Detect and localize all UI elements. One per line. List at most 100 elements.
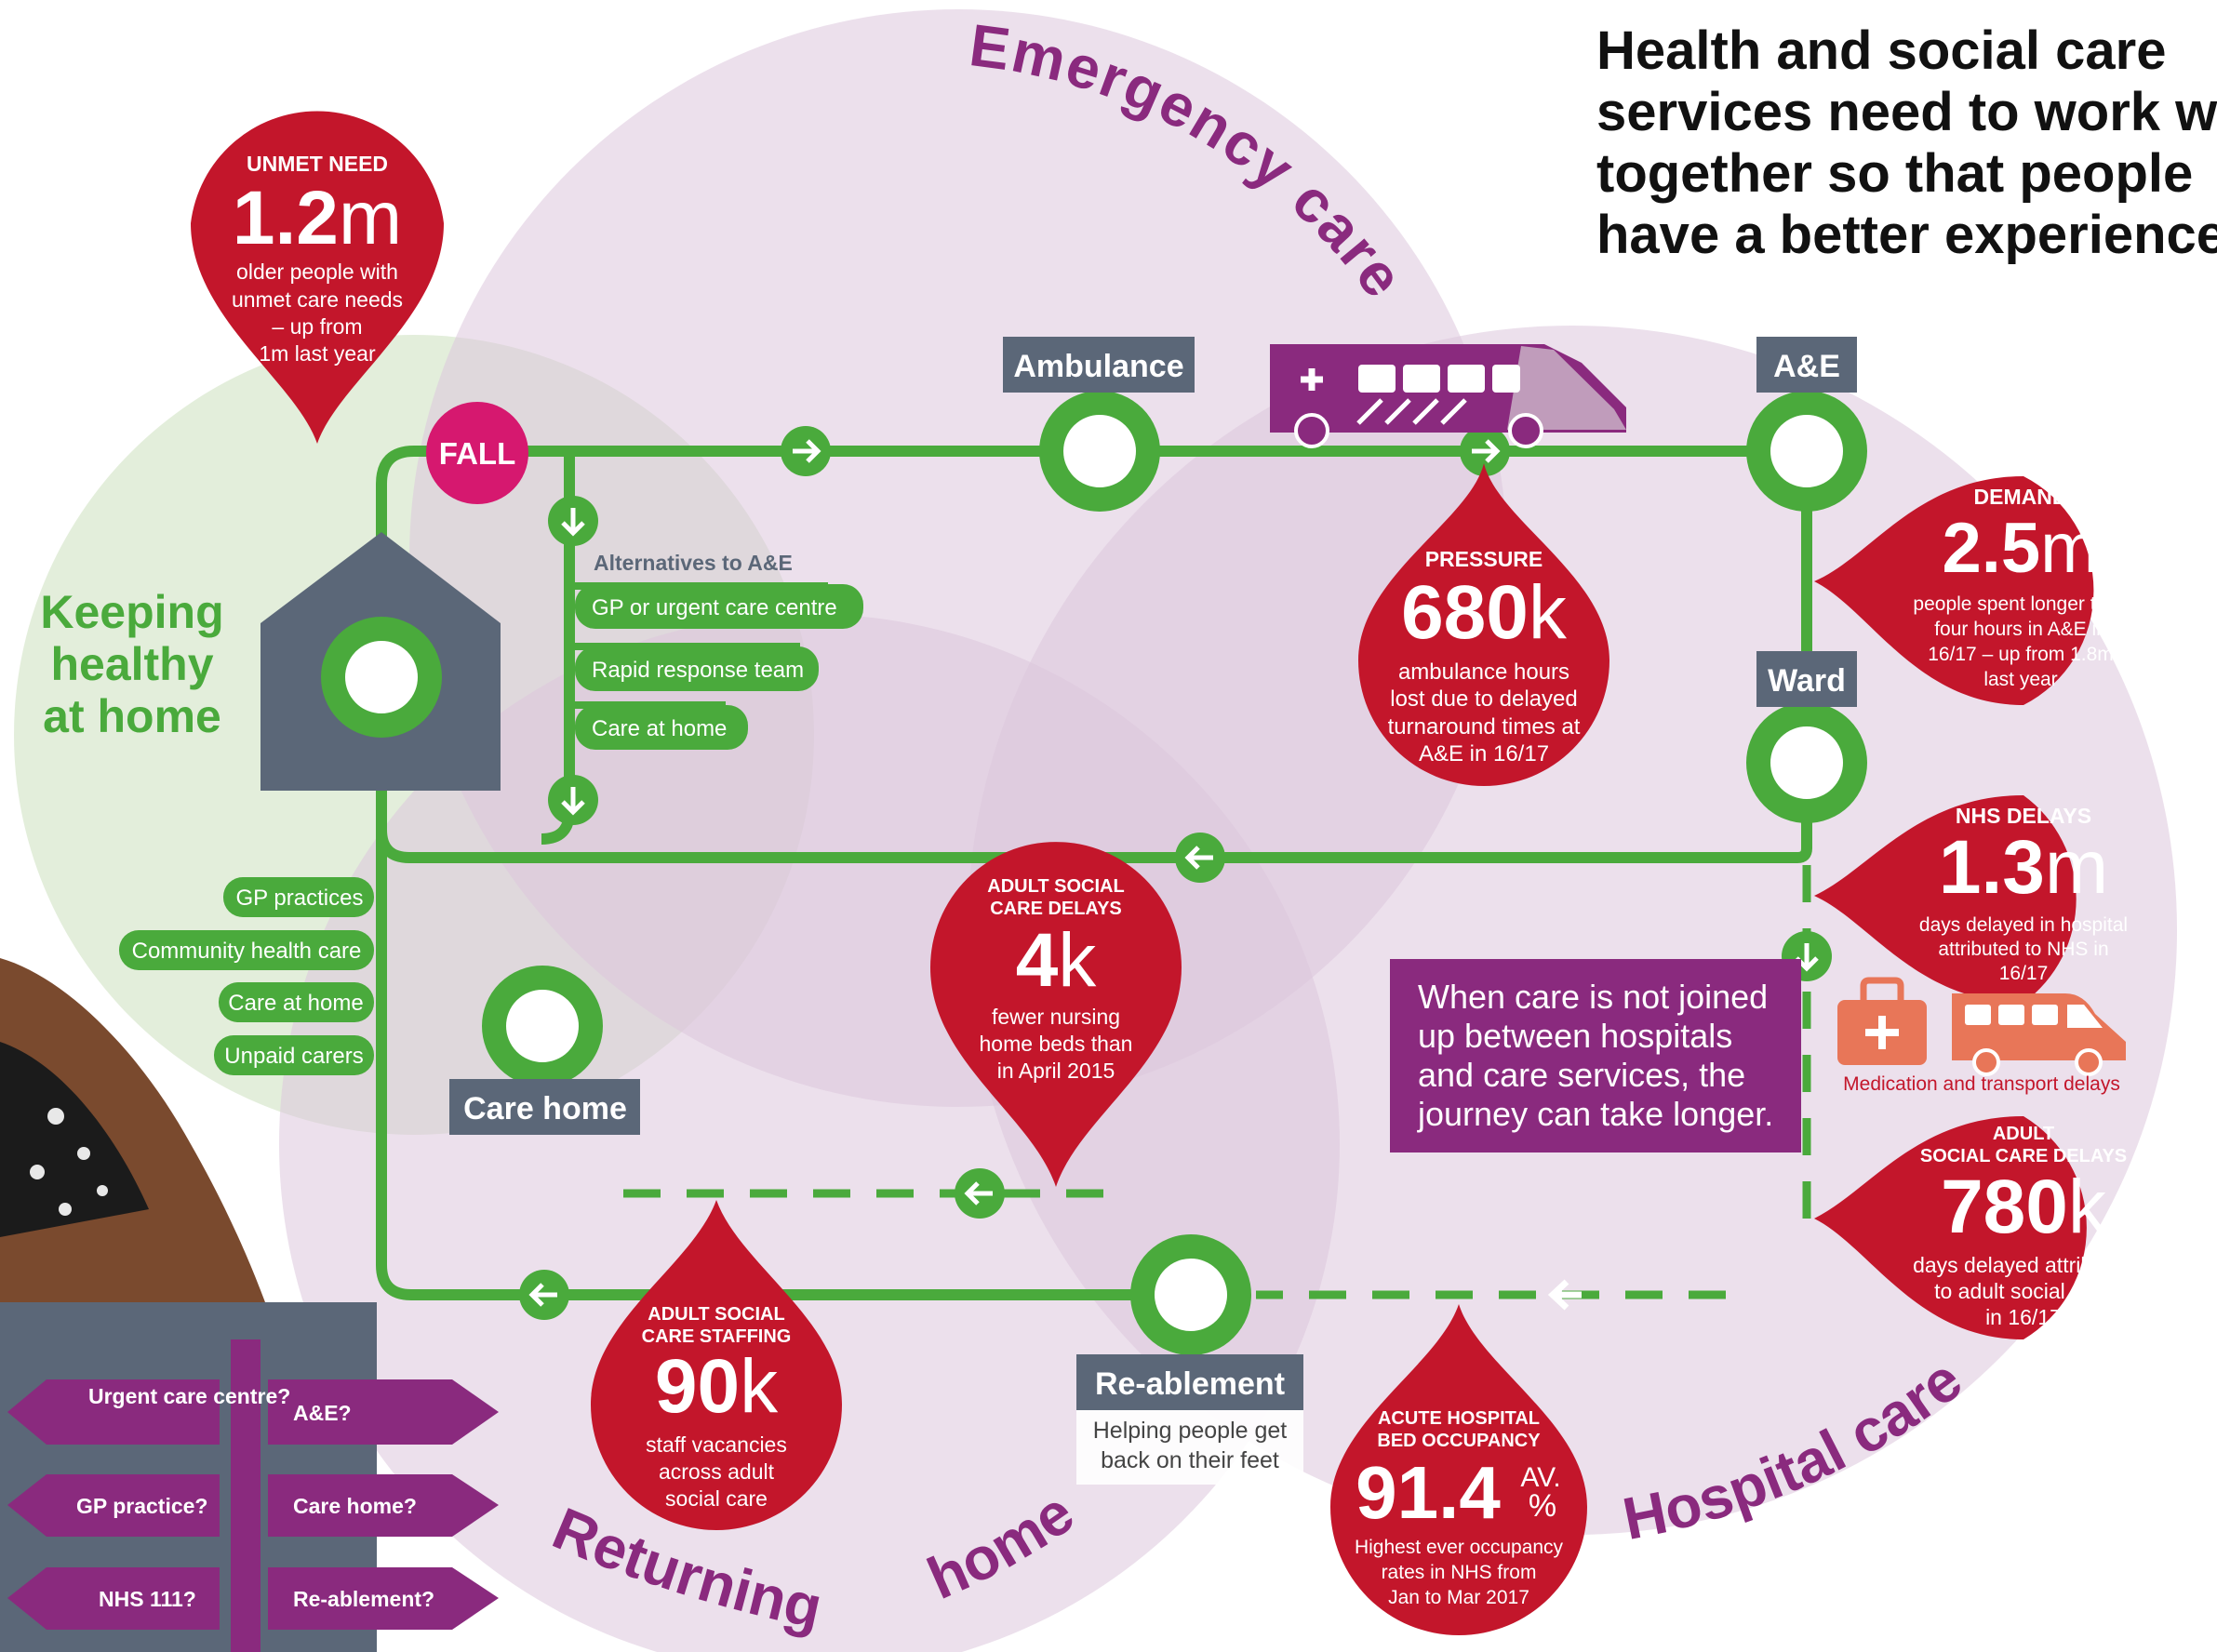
- svg-text:GP practices: GP practices: [236, 886, 364, 911]
- svg-text:ambulance hours: ambulance hours: [1398, 659, 1569, 685]
- svg-text:– up from: – up from: [272, 314, 362, 339]
- svg-text:NHS 111?: NHS 111?: [99, 1587, 196, 1611]
- community-services: GP practices Community health care Care …: [119, 877, 374, 1075]
- callout-line: and care services, the: [1418, 1056, 1746, 1094]
- svg-text:Ward: Ward: [1768, 663, 1846, 699]
- medical-case-icon: [1837, 977, 1927, 1065]
- svg-text:Keeping: Keeping: [40, 586, 223, 638]
- svg-text:in 16/17: in 16/17: [1985, 1305, 2062, 1329]
- callout-line: journey can take longer.: [1418, 1095, 1774, 1133]
- svg-text:in April 2015: in April 2015: [997, 1059, 1115, 1083]
- station-care-home: [482, 966, 603, 1086]
- svg-text:SOCIAL CARE DELAYS: SOCIAL CARE DELAYS: [1920, 1146, 2127, 1166]
- svg-text:last year: last year: [1983, 669, 2057, 690]
- arrow-down-icon: [548, 775, 598, 825]
- svg-text:NHS DELAYS: NHS DELAYS: [1956, 804, 2091, 828]
- svg-text:A&E in 16/17: A&E in 16/17: [1419, 741, 1549, 766]
- stat-adult-social-care-delays-days: ADULT SOCIAL CARE DELAYS 780k days delay…: [1814, 1116, 2134, 1339]
- photo-figure: [0, 958, 265, 1302]
- svg-text:Care home: Care home: [463, 1091, 627, 1126]
- svg-text:ADULT: ADULT: [1993, 1124, 2054, 1144]
- svg-text:2.5m: 2.5m: [1943, 509, 2100, 588]
- svg-text:attributed to NHS in: attributed to NHS in: [1938, 939, 2108, 960]
- svg-text:FALL: FALL: [439, 436, 515, 471]
- svg-text:Unpaid carers: Unpaid carers: [224, 1044, 363, 1069]
- fall-marker: [426, 402, 528, 504]
- alternatives-list: GP or urgent care centre Rapid response …: [575, 584, 863, 750]
- svg-text:ADULT SOCIAL: ADULT SOCIAL: [987, 876, 1124, 897]
- page-title-line: services need to work well: [1596, 82, 2217, 142]
- station-labels: FALL Ambulance A&E Ward Care home Re-abl…: [426, 337, 1857, 1410]
- svg-text:AV.: AV.: [1520, 1462, 1560, 1493]
- arrow-left-icon: [1547, 1279, 1582, 1311]
- arrow-icons: [519, 426, 1832, 1320]
- minibus-icon: [1952, 993, 2126, 1076]
- stat-unmet-need: UNMET NEED 1.2m older people with unmet …: [191, 111, 444, 444]
- svg-text:Care home?: Care home?: [293, 1494, 417, 1518]
- svg-text:Re-ablement?: Re-ablement?: [293, 1587, 434, 1611]
- dashed-lines: [623, 865, 1811, 1299]
- svg-text:at home: at home: [43, 690, 221, 742]
- reablement-subtitle-line: Helping people get: [1092, 1418, 1288, 1444]
- svg-text:Jan to Mar 2017: Jan to Mar 2017: [1388, 1587, 1529, 1608]
- svg-text:ACUTE HOSPITAL: ACUTE HOSPITAL: [1378, 1408, 1540, 1429]
- alternatives-heading: Alternatives to A&E: [594, 551, 793, 575]
- svg-text:1m last year: 1m last year: [259, 341, 376, 366]
- svg-text:across adult: across adult: [659, 1459, 775, 1484]
- svg-text:days delayed in hospital: days delayed in hospital: [1919, 914, 2128, 936]
- svg-text:Highest ever occupancy: Highest ever occupancy: [1355, 1537, 1564, 1558]
- stat-occupancy: ACUTE HOSPITAL BED OCCUPANCY 91.4 AV. % …: [1330, 1304, 1587, 1635]
- stat-staffing: ADULT SOCIAL CARE STAFFING 90k staff vac…: [591, 1200, 842, 1530]
- svg-text:4k: 4k: [1016, 918, 1098, 1003]
- svg-text:Re-ablement: Re-ablement: [1095, 1366, 1285, 1402]
- stat-demand: DEMAND 2.5m people spent longer than fou…: [1814, 476, 2129, 705]
- svg-text:DEMAND: DEMAND: [1974, 485, 2068, 509]
- svg-text:four hours in A&E in: four hours in A&E in: [1934, 619, 2107, 640]
- svg-text:GP practice?: GP practice?: [76, 1494, 207, 1518]
- zone-label-keeping-healthy: Keeping healthy at home: [40, 586, 223, 742]
- svg-text:unmet care needs: unmet care needs: [232, 287, 403, 312]
- arrow-left-icon: [519, 1270, 569, 1320]
- svg-text:older people with: older people with: [236, 260, 398, 284]
- svg-text:CARE STAFFING: CARE STAFFING: [642, 1326, 792, 1347]
- svg-text:1.3m: 1.3m: [1939, 825, 2108, 910]
- stat-adult-social-care-delays-beds: ADULT SOCIAL CARE DELAYS 4k fewer nursin…: [930, 842, 1182, 1187]
- svg-text:Care at home: Care at home: [228, 991, 363, 1016]
- station-ae: [1746, 391, 1867, 512]
- stat-pressure: PRESSURE 680k ambulance hours lost due t…: [1358, 463, 1609, 786]
- svg-text:staff vacancies: staff vacancies: [646, 1432, 787, 1457]
- svg-text:social care: social care: [665, 1486, 768, 1511]
- svg-text:Urgent care centre?: Urgent care centre?: [88, 1384, 290, 1408]
- svg-text:ADULT SOCIAL: ADULT SOCIAL: [648, 1304, 784, 1325]
- callout-line: up between hospitals: [1418, 1017, 1733, 1055]
- station-ward: [1746, 702, 1867, 823]
- svg-text:680k: 680k: [1401, 570, 1568, 655]
- svg-text:PRESSURE: PRESSURE: [1425, 547, 1543, 571]
- signpost-icon: Urgent care centre? A&E? GP practice? Ca…: [0, 1302, 499, 1652]
- arrow-right-icon: [1460, 426, 1510, 476]
- arrow-left-icon: [1175, 833, 1225, 883]
- svg-text:GP or urgent care centre: GP or urgent care centre: [592, 595, 837, 620]
- page-title-line: have a better experience.: [1596, 205, 2217, 265]
- callout-box: When care is not joined up between hospi…: [1390, 959, 1801, 1152]
- svg-text:fewer nursing: fewer nursing: [992, 1005, 1120, 1029]
- reablement-subtitle: Helping people get back on their feet: [1076, 1416, 1303, 1475]
- svg-text:CARE DELAYS: CARE DELAYS: [990, 899, 1122, 919]
- arrow-down-icon: [548, 496, 598, 546]
- svg-text:UNMET NEED: UNMET NEED: [247, 152, 388, 176]
- svg-text:lost due to delayed: lost due to delayed: [1390, 686, 1577, 712]
- page-title-line: Health and social care: [1596, 20, 2167, 81]
- arrow-left-icon: [955, 1168, 1005, 1219]
- callout-line: When care is not joined: [1418, 978, 1769, 1016]
- reablement-sub-bg: [1076, 1410, 1303, 1485]
- svg-text:Rapid response team: Rapid response team: [592, 658, 804, 683]
- arrow-right-icon: [781, 426, 831, 476]
- svg-text:Ambulance: Ambulance: [1013, 349, 1183, 384]
- svg-text:90k: 90k: [655, 1344, 779, 1429]
- svg-text:BED OCCUPANCY: BED OCCUPANCY: [1377, 1431, 1541, 1451]
- svg-text:Community health care: Community health care: [132, 939, 362, 964]
- svg-text:to adult social care: to adult social care: [1934, 1279, 2113, 1303]
- svg-text:A&E?: A&E?: [293, 1401, 352, 1425]
- page-title: Health and social care services need to …: [1596, 20, 2217, 266]
- stat-nhs-delays: NHS DELAYS 1.3m days delayed in hospital…: [1814, 795, 2128, 1003]
